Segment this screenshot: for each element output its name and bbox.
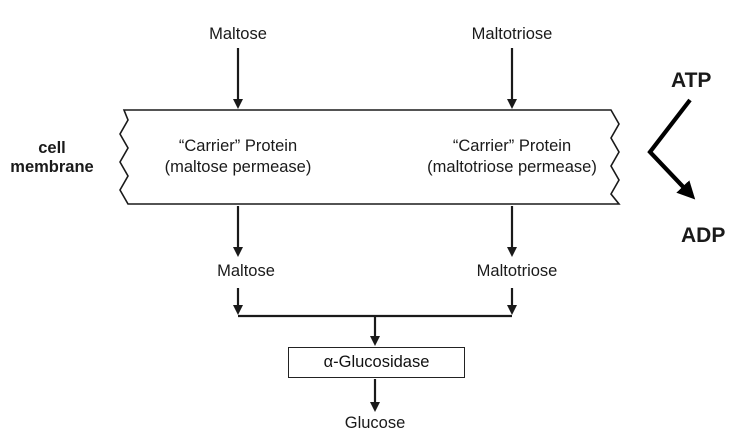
input-maltose-label: Maltose	[209, 25, 267, 43]
glucose-label: Glucose	[344, 414, 406, 432]
maltose-permease-label: “Carrier” Protein (maltose permease)	[165, 136, 312, 179]
maltose-permease-line2: (maltose permease)	[164, 158, 312, 177]
atp-label: ATP	[671, 69, 712, 92]
cell-membrane-label-line1: cell	[38, 139, 66, 157]
maltose-permease-line1: “Carrier” Protein	[178, 137, 298, 155]
input-maltotriose-label: Maltotriose	[471, 25, 553, 43]
maltotriose-permease-line1: “Carrier” Protein	[452, 137, 572, 155]
cell-membrane-band	[119, 109, 621, 205]
alpha-glucosidase-label: α-Glucosidase	[323, 353, 430, 371]
maltotriose-permease-line2: (maltotriose permease)	[427, 158, 597, 177]
alpha-glucosidase-box: α-Glucosidase	[288, 347, 465, 378]
atp-to-adp-arrow	[647, 98, 696, 200]
adp-label: ADP	[681, 224, 726, 247]
maltotriose-permease-label: “Carrier” Protein (maltotriose permease)	[427, 136, 597, 179]
output-maltotriose-label: Maltotriose	[476, 262, 558, 280]
cell-membrane-label-line2: membrane	[10, 157, 94, 176]
cell-membrane-label: cell membrane	[10, 139, 93, 177]
output-maltose-label: Maltose	[217, 262, 275, 280]
